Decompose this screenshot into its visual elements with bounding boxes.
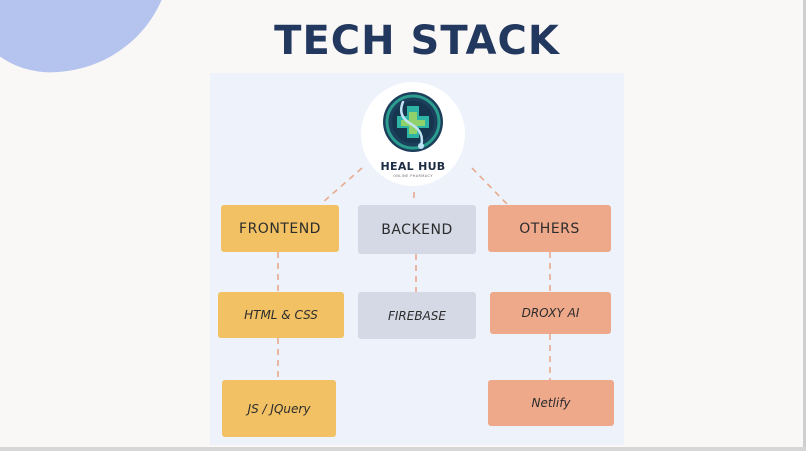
connector-logo-frontend bbox=[321, 167, 363, 204]
frontend-item-html-css: HTML & CSS bbox=[218, 292, 344, 338]
others-header: OTHERS bbox=[488, 205, 611, 252]
slide-title: TECH STACK bbox=[274, 18, 560, 64]
backend-item-firebase: FIREBASE bbox=[358, 292, 476, 339]
slide-edge-bottom bbox=[0, 447, 806, 451]
logo-tagline: ONLINE PHARMACY bbox=[393, 174, 433, 178]
others-item-netlify: Netlify bbox=[488, 380, 614, 426]
logo-name: HEAL HUB bbox=[380, 160, 446, 173]
backend-header: BACKEND bbox=[358, 205, 476, 254]
connector-logo-others bbox=[471, 167, 509, 206]
frontend-item-js-jquery: JS / JQuery bbox=[222, 380, 336, 437]
medical-cross-icon bbox=[383, 92, 443, 152]
frontend-header: FRONTEND bbox=[221, 205, 339, 252]
slide-edge-right bbox=[803, 0, 806, 451]
others-item-droxy-ai: DROXY AI bbox=[490, 292, 611, 334]
heal-hub-logo: HEAL HUB ONLINE PHARMACY bbox=[361, 82, 465, 186]
